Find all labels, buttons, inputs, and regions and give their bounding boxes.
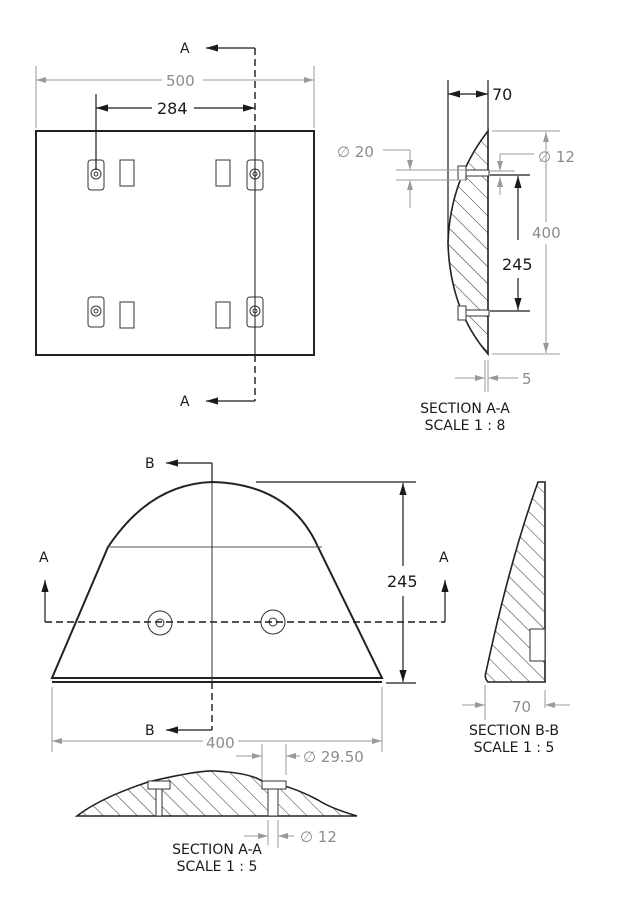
section-b-b: 70 SECTION B-B SCALE 1 : 5 <box>462 481 570 756</box>
tread-plate <box>35 130 315 356</box>
front-view: A A B B 245 400 <box>39 456 449 752</box>
dim-base-400: 400 <box>206 734 235 752</box>
section-scale: SCALE 1 : 5 <box>474 740 555 756</box>
section-a-a-scale-8: 70 ∅ 20 ∅ 12 245 400 5 SECTION A-A SCALE… <box>337 80 575 434</box>
section-scale: SCALE 1 : 8 <box>425 418 506 434</box>
dim-overall-width: 500 <box>166 72 195 90</box>
dim-hole-12: ∅ 12 <box>538 148 575 166</box>
section-title: SECTION A-A <box>420 401 510 417</box>
cut-label-a-left: A <box>39 550 49 566</box>
dim-thickness-70-bb: 70 <box>512 698 531 716</box>
section-title: SECTION B-B <box>469 723 559 739</box>
section-scale: SCALE 1 : 5 <box>177 859 258 875</box>
cut-label-top: A <box>180 41 190 57</box>
dim-hole-offset: 284 <box>157 99 188 118</box>
cut-label-b-top: B <box>145 456 155 472</box>
dim-height-245: 245 <box>387 572 418 591</box>
mounting-holes <box>87 159 264 329</box>
dim-counterbore-29-50: ∅ 29.50 <box>303 748 364 766</box>
cut-label-b-bottom: B <box>145 723 155 739</box>
dim-hole-spacing-245: 245 <box>502 255 533 274</box>
dim-counterbore-20: ∅ 20 <box>337 143 374 161</box>
dim-thickness-70: 70 <box>492 85 512 104</box>
top-view: A A 500 284 <box>35 41 315 410</box>
cut-label-bottom: A <box>180 394 190 410</box>
section-title: SECTION A-A <box>172 842 262 858</box>
dim-edge-5: 5 <box>522 370 532 388</box>
section-a-a-scale-5: ∅ 29.50 ∅ 12 SECTION A-A SCALE 1 : 5 <box>74 744 364 875</box>
dim-length-400: 400 <box>532 224 561 242</box>
dim-hole-12-aa5: ∅ 12 <box>300 828 337 846</box>
cut-label-a-right: A <box>439 550 449 566</box>
